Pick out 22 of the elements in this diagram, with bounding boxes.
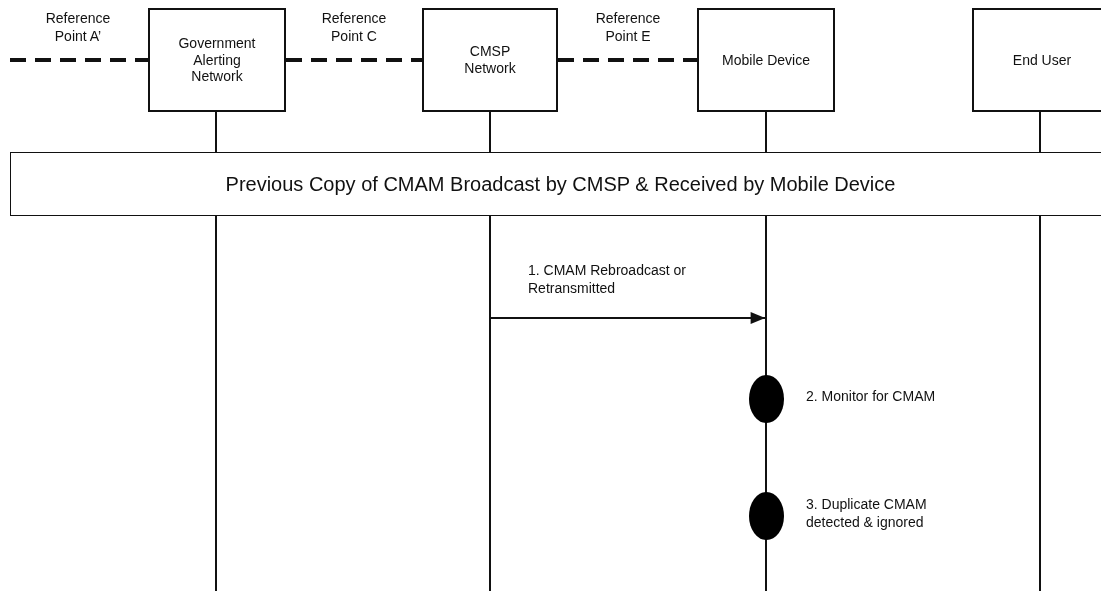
entity-box	[972, 8, 1101, 112]
node-label: CMSP Network	[463, 43, 517, 77]
entity-box	[422, 8, 558, 112]
message-arrow	[490, 312, 766, 324]
node-label: End User	[1012, 51, 1072, 69]
entity-box	[697, 8, 835, 112]
activity-oval	[749, 375, 784, 423]
edge-label: 1. CMAM Rebroadcast or Retransmitted	[528, 262, 687, 297]
edge-label: Reference Point C	[320, 10, 388, 45]
activity-oval	[749, 492, 784, 540]
node-label: Mobile Device	[722, 51, 810, 69]
edge-label: Reference Point A’	[44, 10, 112, 45]
entity-box	[148, 8, 286, 112]
step-label: 3. Duplicate CMAM detected & ignored	[806, 496, 928, 531]
node-label: Government Alerting Network	[177, 34, 257, 86]
reference-line	[10, 58, 148, 62]
step-label: 2. Monitor for CMAM	[806, 388, 936, 406]
reference-line	[286, 58, 422, 62]
edge-label: Reference Point E	[594, 10, 662, 45]
reference-line	[558, 58, 697, 62]
state-band	[10, 152, 1101, 216]
node-label: Previous Copy of CMAM Broadcast by CMSP & Received by Mobile Device	[225, 172, 896, 196]
